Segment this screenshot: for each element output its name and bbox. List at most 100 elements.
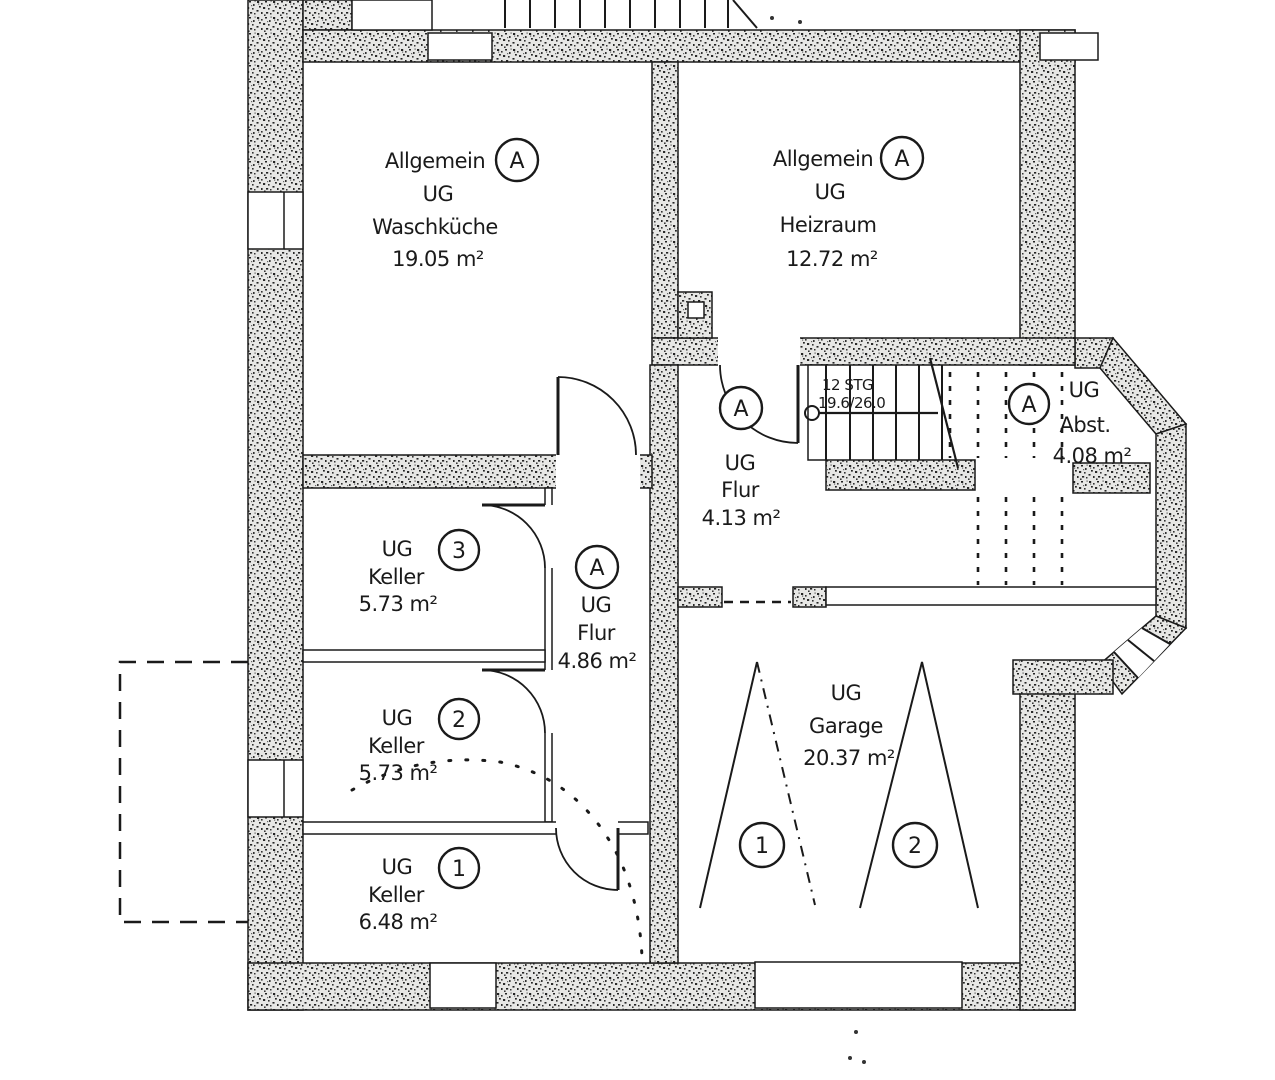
room-area: 4.86 m²: [558, 649, 637, 673]
door-opening-keller2: [543, 670, 554, 733]
door-waschkueche: [556, 376, 637, 456]
bay-walls: [1012, 336, 1188, 696]
room-tag-circle: [879, 135, 925, 181]
openings: [247, 32, 1099, 1009]
window-left-upper: [247, 191, 304, 250]
room-tag: A: [733, 397, 748, 422]
room-area: 5.73 m²: [359, 592, 438, 616]
room-tag: A: [1021, 393, 1036, 418]
room-label-waschkueche: Allgemein A UG Waschküche 19.05 m²: [372, 137, 540, 271]
wall-right-lower: [1019, 687, 1076, 1011]
bay-wall-chamfer-top: [1099, 336, 1188, 435]
room-tag-circle: [494, 137, 540, 183]
room-category: Allgemein: [773, 147, 873, 171]
wall-top-left-nub: [302, 0, 353, 31]
room-floor: UG: [725, 451, 756, 475]
parking-stall-1-number: 1: [755, 834, 769, 859]
wall-right-upper: [1019, 29, 1076, 366]
partition-keller3-keller2: [302, 649, 546, 663]
room-area: 12.72 m²: [786, 247, 878, 271]
exterior-dashed-outline: [118, 660, 248, 924]
scan-dot: [770, 16, 774, 20]
room-area: 5.73 m²: [359, 761, 438, 785]
room-label-heizraum: Allgemein A UG Heizraum 12.72 m²: [773, 135, 925, 271]
dotted-swing-arc: [350, 758, 644, 960]
door-arcs: [481, 364, 800, 891]
room-tag: A: [894, 147, 909, 172]
room-name: Waschküche: [372, 215, 498, 239]
room-tag-circle: [437, 697, 481, 741]
wall-top: [302, 29, 1076, 63]
room-tag: A: [509, 149, 524, 174]
room-labels: Allgemein A UG Waschküche 19.05 m² Allge…: [359, 135, 1132, 934]
room-area: 6.48 m²: [359, 910, 438, 934]
room-name: Abst.: [1059, 413, 1110, 437]
chamfer-door-lines: [1113, 627, 1171, 679]
wall-left: [247, 0, 304, 1011]
door-keller2: [481, 668, 546, 734]
exterior-stair-landing: [432, 0, 775, 29]
room-label-garage: UG Garage 20.37 m² 1 2: [738, 681, 939, 869]
exterior-stair-top: [432, 0, 802, 29]
room-floor: UG: [382, 706, 413, 730]
partition-landing-garage: [825, 586, 1157, 606]
room-tag-circle: [437, 528, 481, 572]
scan-marks: [848, 1030, 866, 1064]
stair-break-line: [928, 357, 960, 469]
parking-stall-1-circle: [738, 821, 786, 869]
window-bottom-left: [429, 962, 497, 1009]
room-tag-circle: [574, 544, 620, 590]
room-tag: 2: [452, 708, 466, 733]
chimney-flue: [687, 301, 705, 319]
door-keller3: [481, 503, 546, 569]
room-label-flur-413: A UG Flur 4.13 m²: [702, 385, 781, 530]
door-opening-heizraum: [718, 336, 800, 367]
room-label-keller2: UG 2 Keller 5.73 m²: [359, 697, 481, 785]
room-tag-circle: [1007, 382, 1051, 426]
wall-flur-garage-right: [792, 586, 827, 608]
wall-below-stairs: [825, 459, 976, 491]
room-name: Keller: [368, 883, 425, 907]
garage-door-opening: [754, 961, 963, 1009]
room-area: 19.05 m²: [392, 247, 484, 271]
room-tag: 1: [452, 857, 466, 882]
room-name: Flur: [721, 478, 760, 502]
room-floor: UG: [815, 180, 846, 204]
room-label-abst: A UG Abst. 4.08 m²: [1007, 378, 1132, 468]
bay-wall-bottom: [1012, 659, 1114, 695]
room-label-keller1: UG 1 Keller 6.48 m²: [359, 846, 481, 934]
room-category: Allgemein: [385, 149, 485, 173]
room-floor: UG: [382, 855, 413, 879]
room-floor: UG: [1069, 378, 1100, 402]
room-tag: A: [589, 556, 604, 581]
room-name: Keller: [368, 734, 425, 758]
parking-wedge-1-left: [699, 661, 758, 909]
bay-wall-right: [1155, 422, 1187, 630]
room-floor: UG: [382, 537, 413, 561]
stair-steps-label: 12 STG: [822, 376, 873, 394]
room-floor: UG: [423, 182, 454, 206]
garage-markings: [699, 661, 979, 909]
room-floor: UG: [831, 681, 862, 705]
room-tag: 3: [452, 539, 466, 564]
wall-top-notch: [351, 0, 433, 31]
parking-stall-2-circle: [891, 821, 939, 869]
door-opening-keller3: [543, 505, 554, 568]
room-label-flur-486: A UG Flur 4.86 m²: [558, 544, 637, 673]
room-label-keller3: UG 3 Keller 5.73 m²: [359, 528, 481, 616]
wall-below-abst: [1072, 462, 1151, 494]
room-name: Heizraum: [780, 213, 877, 237]
window-top-left: [427, 32, 493, 61]
scan-dot: [798, 20, 802, 24]
inner-walls: [302, 61, 1151, 964]
stair-dimensions-label: 19.6/26.0: [818, 394, 885, 412]
wall-below-heizraum: [651, 337, 1076, 366]
room-name: Keller: [368, 565, 425, 589]
parking-wedge-1-right: [756, 661, 816, 906]
room-name: Flur: [577, 621, 616, 645]
wall-flur-garage-left: [677, 586, 723, 608]
door-opening-keller1: [556, 820, 618, 836]
door-keller1: [555, 827, 620, 891]
